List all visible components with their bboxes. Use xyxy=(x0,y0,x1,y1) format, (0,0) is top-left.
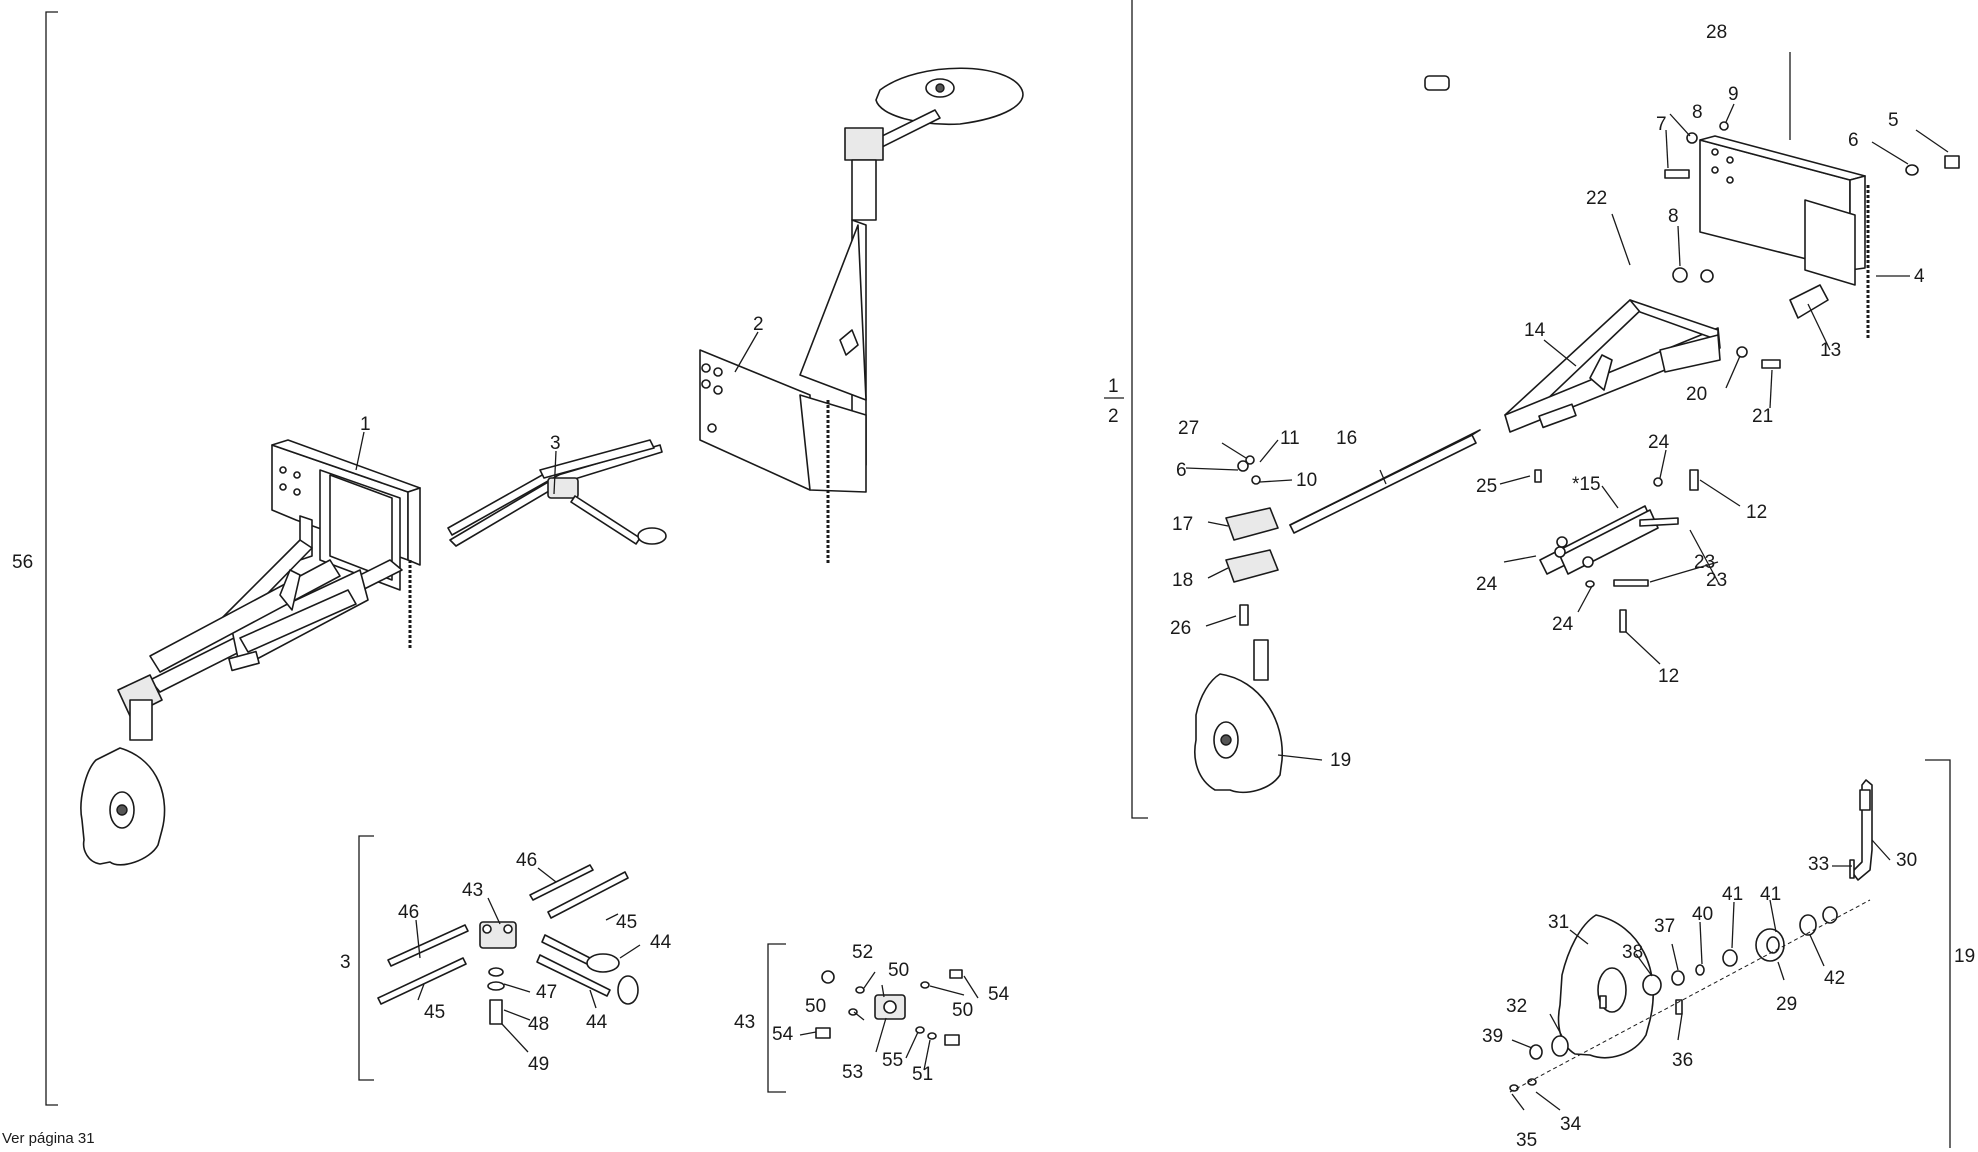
callout-5: 5 xyxy=(1888,110,1899,131)
callout-51: 51 xyxy=(912,1064,933,1085)
callout-4: 4 xyxy=(1914,266,1925,287)
callout-42: 42 xyxy=(1824,968,1845,989)
callout-53: 53 xyxy=(842,1062,863,1083)
callout-35: 35 xyxy=(1516,1130,1537,1151)
leader-lines xyxy=(355,52,1949,1111)
callout-28: 28 xyxy=(1706,22,1727,43)
callout-labels: 56 1 2 3 3 43 46 46 45 45 44 44 47 48 49… xyxy=(12,22,1975,1151)
assembly-2-drawing xyxy=(699,67,1024,565)
callout-52: 52 xyxy=(852,942,873,963)
callout-20: 20 xyxy=(1686,384,1707,405)
callout-24a: 24 xyxy=(1648,432,1670,453)
bracket-assembly-43 xyxy=(767,943,786,1093)
callout-54a: 54 xyxy=(988,984,1010,1005)
callout-39: 39 xyxy=(1482,1026,1503,1047)
callout-assembly-3: 3 xyxy=(340,952,351,973)
callout-43: 43 xyxy=(462,880,483,901)
callout-14: 14 xyxy=(1524,320,1546,341)
bracket-assembly-19 xyxy=(1925,759,1951,1148)
callout-32: 32 xyxy=(1506,996,1527,1017)
assembly-3-exploded xyxy=(377,864,639,1025)
callout-56: 56 xyxy=(12,552,33,573)
callout-21: 21 xyxy=(1752,406,1773,427)
callout-37: 37 xyxy=(1654,916,1675,937)
callout-27: 27 xyxy=(1178,418,1199,439)
bracket-assembly-right xyxy=(1131,0,1148,819)
callout-19: 19 xyxy=(1330,750,1351,771)
assembly-3-drawing xyxy=(447,439,667,547)
callout-40: 40 xyxy=(1692,904,1713,925)
callout-46a: 46 xyxy=(516,850,537,871)
callout-23b: 23 xyxy=(1706,570,1727,591)
callout-49: 49 xyxy=(528,1054,549,1075)
callout-46b: 46 xyxy=(398,902,419,923)
callout-50b: 50 xyxy=(805,996,826,1017)
callout-12b: 12 xyxy=(1658,666,1679,687)
callout-26: 26 xyxy=(1170,618,1191,639)
callout-47: 47 xyxy=(536,982,557,1003)
callout-31: 31 xyxy=(1548,912,1569,933)
callout-33: 33 xyxy=(1808,854,1829,875)
assembly-43-exploded xyxy=(815,969,963,1046)
callout-50c: 50 xyxy=(952,1000,973,1021)
callout-9: 9 xyxy=(1728,84,1739,105)
callout-6b: 6 xyxy=(1176,460,1187,481)
callout-23a: 23 xyxy=(1694,552,1715,573)
callout-45a: 45 xyxy=(616,912,637,933)
callout-24c: 24 xyxy=(1552,614,1574,635)
callout-34: 34 xyxy=(1560,1114,1582,1135)
callout-3: 3 xyxy=(550,433,561,454)
callout-15: *15 xyxy=(1572,474,1601,495)
callout-8b: 8 xyxy=(1668,206,1679,227)
callout-41b: 41 xyxy=(1722,884,1743,905)
callout-54b: 54 xyxy=(772,1024,794,1045)
callout-55: 55 xyxy=(882,1050,903,1071)
callout-29: 29 xyxy=(1776,994,1797,1015)
assembly-1-drawing xyxy=(80,439,421,866)
callout-10: 10 xyxy=(1296,470,1317,491)
callout-assembly-43: 43 xyxy=(734,1012,755,1033)
callout-45b: 45 xyxy=(424,1002,445,1023)
callout-fraction-bottom: 2 xyxy=(1108,406,1119,427)
callout-30: 30 xyxy=(1896,850,1917,871)
callout-25: 25 xyxy=(1476,476,1497,497)
callout-assembly-19: 19 xyxy=(1954,946,1975,967)
callout-24b: 24 xyxy=(1476,574,1498,595)
footnote-page-reference: Ver página 31 xyxy=(2,1130,95,1147)
callout-22: 22 xyxy=(1586,188,1607,209)
callout-44b: 44 xyxy=(586,1012,608,1033)
callout-36: 36 xyxy=(1672,1050,1693,1071)
bracket-assembly-3 xyxy=(358,835,374,1081)
callout-17: 17 xyxy=(1172,514,1193,535)
callout-48: 48 xyxy=(528,1014,549,1035)
callout-7: 7 xyxy=(1656,114,1667,135)
callout-44a: 44 xyxy=(650,932,672,953)
callout-50a: 50 xyxy=(888,960,909,981)
callout-16: 16 xyxy=(1336,428,1357,449)
callout-11: 11 xyxy=(1280,428,1300,449)
assembly-19-exploded xyxy=(1509,779,1873,1093)
callout-1: 1 xyxy=(360,414,371,435)
callout-18: 18 xyxy=(1172,570,1193,591)
callout-13: 13 xyxy=(1820,340,1841,361)
callout-38: 38 xyxy=(1622,942,1643,963)
bracket-assembly-56 xyxy=(45,11,58,1106)
callout-12a: 12 xyxy=(1746,502,1767,523)
callout-8a: 8 xyxy=(1692,102,1703,123)
right-exploded-drawing xyxy=(1194,75,1960,794)
callout-41a: 41 xyxy=(1760,884,1781,905)
callout-fraction-top: 1 xyxy=(1108,376,1119,397)
callout-6a: 6 xyxy=(1848,130,1859,151)
callout-2: 2 xyxy=(753,314,764,335)
